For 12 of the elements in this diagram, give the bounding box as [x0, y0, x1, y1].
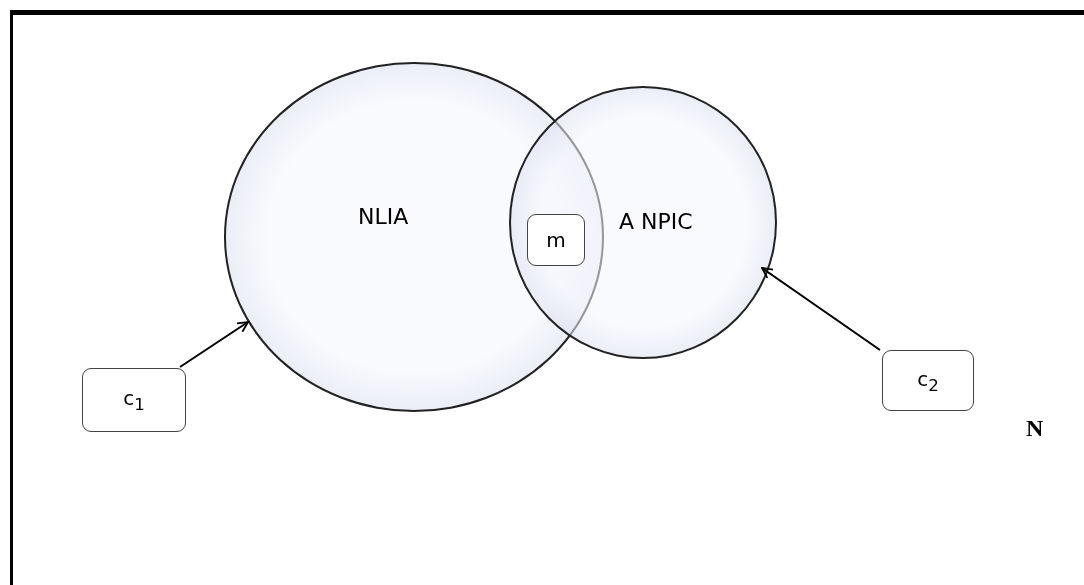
universe-frame: [10, 10, 1084, 585]
set-label: m: [546, 228, 566, 252]
set-label: c$_{2}$: [917, 366, 939, 395]
set-label: c$_{1}$: [123, 386, 145, 414]
universe-label: N: [1026, 415, 1044, 442]
set-label: NLIA: [358, 204, 409, 229]
label-box: [527, 214, 585, 266]
label-box: [82, 368, 186, 432]
set-label: A NPIC: [619, 209, 693, 234]
arrow: [761, 267, 881, 351]
arrow: [179, 321, 249, 368]
label-box: [882, 350, 974, 411]
